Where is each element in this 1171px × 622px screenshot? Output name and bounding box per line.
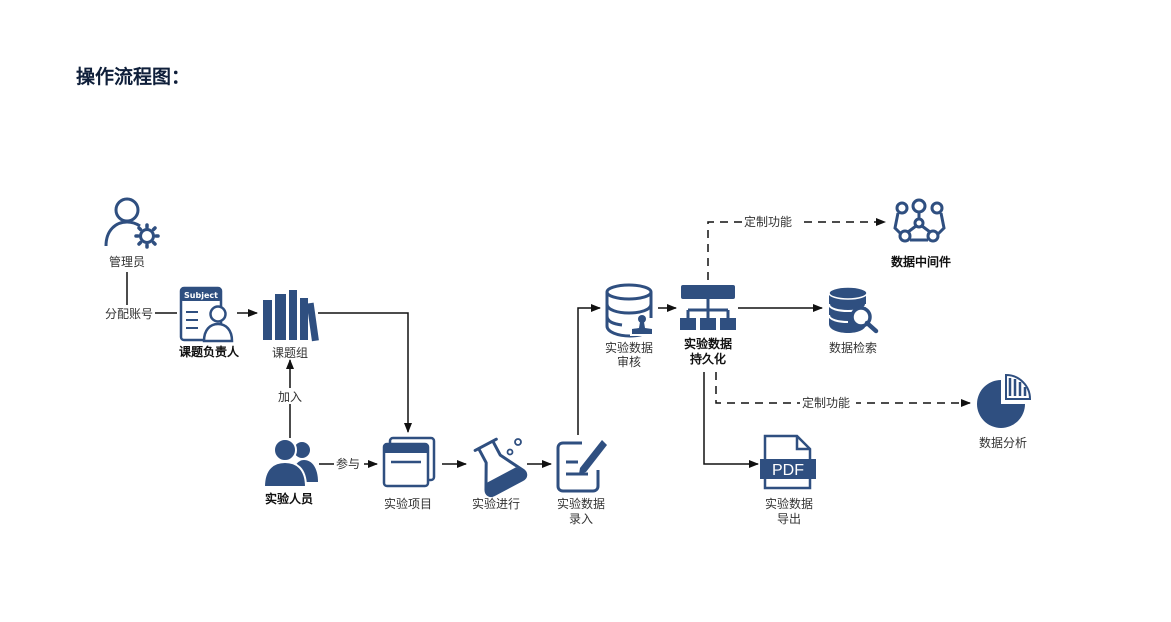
edge-label-custom-mid: 定制功能 [802, 395, 850, 410]
hierarchy-icon [680, 285, 736, 330]
flask-icon [473, 437, 528, 498]
database-search-icon [828, 286, 879, 334]
document-badge: Subject [184, 291, 218, 300]
node-project: 实验项目 [382, 436, 436, 511]
node-label-line1: 实验数据 [557, 496, 605, 511]
edge-label-custom-top: 定制功能 [744, 214, 792, 229]
edge-label-assign: 分配账号 [105, 307, 153, 321]
node-leader: Subject 课题负责人 [179, 286, 240, 359]
node-label: 实验人员 [265, 491, 313, 506]
node-label: 数据分析 [979, 435, 1027, 450]
network-icon [893, 198, 946, 243]
node-label: 实验进行 [472, 496, 520, 511]
node-label-line2: 导出 [777, 512, 801, 526]
node-label: 实验项目 [384, 496, 432, 511]
node-search: 数据检索 [828, 286, 879, 355]
node-label-line2: 录入 [569, 512, 593, 526]
books-icon [263, 290, 319, 342]
edge-persist-export [703, 372, 759, 468]
node-staff: 实验人员 [262, 438, 318, 506]
edges [126, 272, 823, 468]
node-entry: 实验数据 录入 [556, 440, 607, 526]
node-middleware: 数据中间件 [891, 198, 951, 269]
subject-document-icon: Subject [179, 286, 234, 343]
user-group-icon [262, 438, 318, 488]
node-label: 数据检索 [829, 340, 877, 355]
pdf-file-icon: PDF [760, 434, 816, 490]
node-label: 管理员 [109, 254, 145, 269]
edit-document-icon [556, 440, 607, 493]
node-label-line1: 实验数据 [684, 336, 732, 351]
node-label-line2: 持久化 [690, 351, 726, 366]
node-persist: 实验数据 持久化 [680, 285, 736, 366]
node-running: 实验进行 [472, 437, 528, 511]
edge-group-project [318, 312, 412, 433]
node-export: PDF 实验数据 导出 [760, 434, 816, 526]
edge-entry-review [577, 304, 601, 435]
edge-persist-analysis [715, 372, 971, 407]
dashed-edges [707, 218, 971, 407]
stacked-windows-icon [382, 436, 436, 488]
pie-chart-icon [977, 373, 1032, 428]
node-admin: 管理员 [104, 197, 160, 269]
pdf-badge: PDF [772, 462, 804, 479]
edge-label-join: 加入 [278, 390, 302, 404]
node-label: 课题组 [272, 346, 308, 360]
node-label: 数据中间件 [891, 254, 951, 269]
node-label-line1: 实验数据 [765, 496, 813, 511]
database-stamp-icon [605, 283, 654, 338]
node-review: 实验数据 审核 [605, 283, 654, 369]
node-analysis: 数据分析 [977, 373, 1032, 450]
edge-persist-middleware [707, 218, 886, 280]
page-title: 操作流程图： [76, 66, 191, 88]
user-gear-icon [104, 197, 160, 249]
node-group: 课题组 [263, 290, 319, 360]
node-label-line1: 实验数据 [605, 340, 653, 355]
node-label: 课题负责人 [179, 344, 240, 359]
node-label-line2: 审核 [617, 354, 641, 369]
edge-label-participate: 参与 [336, 456, 360, 471]
